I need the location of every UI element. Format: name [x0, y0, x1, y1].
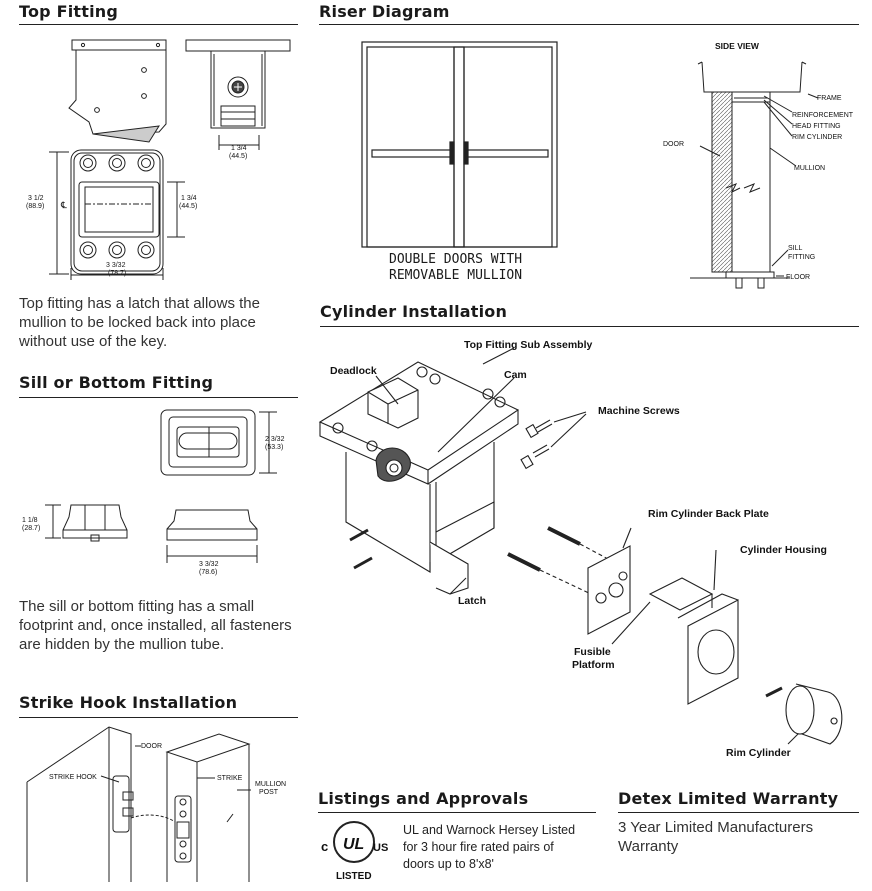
top-fitting-dim-w3: 3 3/32: [106, 262, 126, 269]
riser-diagram-title: Riser Diagram: [319, 2, 450, 21]
ul-listed-logo: c UL US LISTED: [318, 818, 394, 884]
sill-fitting-title: Sill or Bottom Fitting: [19, 373, 214, 392]
ul-logo-ul: UL: [343, 836, 364, 853]
warranty-title: Detex Limited Warranty: [618, 789, 839, 808]
riser-caption-line2: REMOVABLE MULLION: [389, 268, 523, 283]
top-fitting-rule: [19, 24, 298, 25]
top-fitting-dim-h: 3 1/2: [28, 195, 44, 202]
side-view-label-fitting: FITTING: [788, 254, 815, 261]
side-view-label-mullion: MULLION: [794, 165, 825, 172]
top-fitting-dim-h-mm: (88.9): [26, 203, 44, 210]
riser-diagram-rule: [319, 24, 859, 25]
strike-hook-label-strike: STRIKE: [217, 775, 243, 782]
sill-fitting-dim-w: 3 3/32: [199, 561, 219, 568]
sill-fitting-description: The sill or bottom fitting has a small f…: [19, 598, 292, 653]
cyl-label-fusible: Fusible: [574, 646, 611, 658]
listings-title: Listings and Approvals: [318, 789, 529, 808]
svg-text:℄: ℄: [60, 200, 67, 210]
svg-text:POST: POST: [259, 789, 279, 796]
cyl-label-rim-cylinder: Rim Cylinder: [726, 747, 791, 759]
strike-hook-rule: [19, 717, 298, 718]
sill-fitting-dim-side-h-mm: (28.7): [22, 525, 40, 532]
riser-double-doors-drawing: [361, 41, 558, 248]
side-view-label-door: DOOR: [663, 141, 684, 148]
top-fitting-dim-w3-mm: (78.7): [108, 270, 127, 277]
top-fitting-title: Top Fitting: [19, 2, 119, 21]
sill-fitting-dim-w-mm: (78.6): [199, 569, 217, 576]
cyl-label-back-plate: Rim Cylinder Back Plate: [648, 508, 769, 520]
riser-caption-line1: DOUBLE DOORS WITH: [389, 252, 523, 267]
sill-fitting-dim-h: 2 3/32: [265, 436, 285, 443]
side-view-label-sill: SILL: [788, 245, 803, 252]
listings-rule: [318, 812, 596, 813]
sill-fitting-rule: [19, 397, 298, 398]
cyl-label-platform: Platform: [572, 659, 615, 671]
side-view-label-floor: FLOOR: [786, 274, 810, 281]
sill-fitting-drawing: 2 3/32 (53.3) 1 1/8 (28.7) 3 3/32 (78.6): [22, 409, 285, 576]
ul-logo-c: c: [321, 839, 328, 854]
strike-hook-drawing: DOOR STRIKE HOOK STRIKE MULLION POST: [26, 726, 286, 882]
cyl-label-cam: Cam: [504, 369, 527, 381]
side-view-label-rim-cylinder: RIM CYLINDER: [792, 134, 842, 141]
side-view-label-head-fitting: HEAD FITTING: [792, 123, 841, 130]
riser-side-view-drawing: SIDE VIEW FRAME REINFORCEMENT HEAD FITTI…: [663, 41, 854, 289]
top-fitting-dim-w2-mm: (44.5): [179, 203, 197, 210]
warranty-rule: [618, 812, 859, 813]
top-fitting-drawing: 1 3/4 (44.5) 3 1/2 (88.9) ℄ 1 3/4 (44.5): [26, 39, 291, 280]
cylinder-installation-drawing: Top Fitting Sub Assembly Deadlock Cam Ma…: [318, 339, 843, 759]
sill-fitting-dim-h-mm: (53.3): [265, 444, 283, 451]
cylinder-installation-title: Cylinder Installation: [320, 302, 508, 321]
ul-logo-listed: LISTED: [336, 871, 372, 882]
cyl-label-machine-screws: Machine Screws: [598, 405, 680, 417]
side-view-label-reinforcement: REINFORCEMENT: [792, 112, 854, 119]
top-fitting-dim-w1: 1 3/4: [231, 145, 247, 152]
cyl-label-cylinder-housing: Cylinder Housing: [740, 544, 827, 556]
top-fitting-description: Top fitting has a latch that allows the …: [19, 295, 260, 350]
svg-text:MULLION: MULLION: [255, 781, 286, 788]
strike-hook-label-door: DOOR: [141, 743, 162, 750]
strike-hook-title: Strike Hook Installation: [19, 693, 238, 712]
cyl-label-top-fitting-sub: Top Fitting Sub Assembly: [464, 339, 592, 351]
sill-fitting-dim-side-h: 1 1/8: [22, 517, 38, 524]
ul-logo-us: US: [373, 842, 388, 854]
strike-hook-label-strike-hook: STRIKE HOOK: [49, 774, 97, 781]
cyl-label-deadlock: Deadlock: [330, 365, 377, 377]
warranty-text: 3 Year Limited Manufacturers Warranty: [618, 819, 814, 855]
side-view-label-frame: FRAME: [817, 95, 842, 102]
cyl-label-latch: Latch: [458, 595, 486, 607]
listings-text: UL and Warnock Hersey Listed for 3 hour …: [403, 823, 576, 871]
top-fitting-dim-w1-mm: (44.5): [229, 153, 247, 160]
side-view-label: SIDE VIEW: [715, 41, 760, 51]
cylinder-installation-rule: [320, 326, 859, 327]
top-fitting-dim-w2: 1 3/4: [181, 195, 197, 202]
